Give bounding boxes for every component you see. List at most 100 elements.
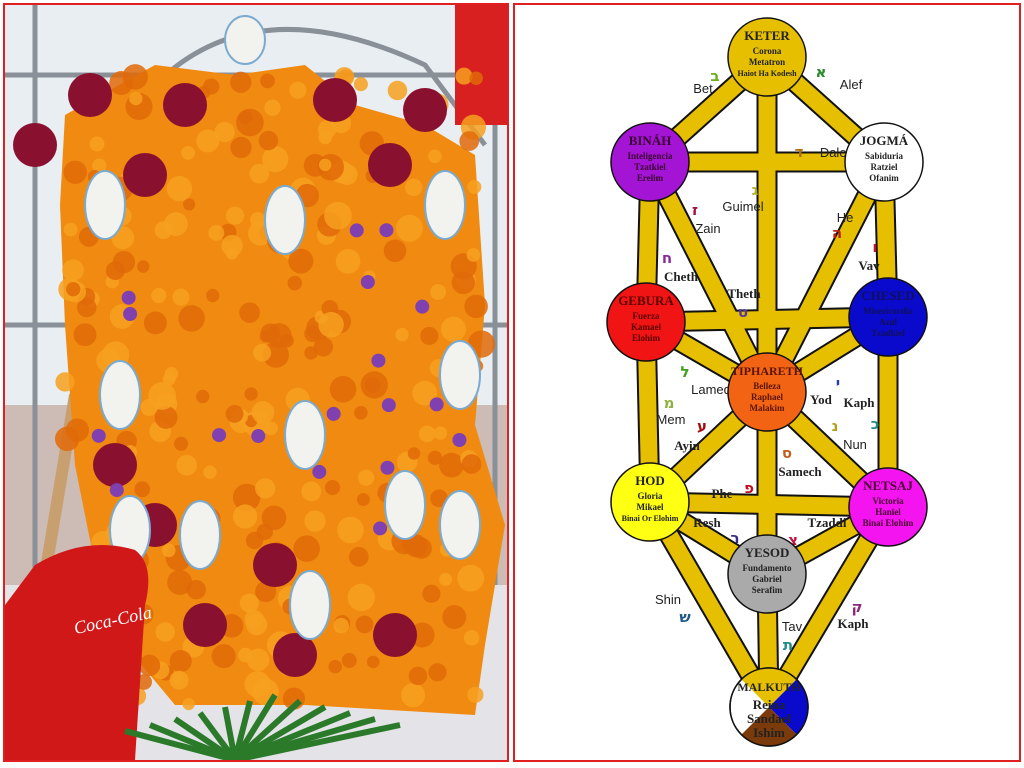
sephira-attribute: Ratziel	[871, 162, 898, 172]
marigold-flower	[129, 91, 143, 106]
marigold-flower	[387, 80, 408, 101]
marigold-flower	[420, 326, 439, 345]
hebrew-letter-shin: ש	[679, 608, 691, 626]
marigold-flower	[181, 145, 195, 160]
sephira-attribute: Ofanim	[869, 173, 899, 183]
marigold-flower	[360, 371, 388, 399]
marigold-flower	[461, 454, 482, 474]
marigold-flower	[430, 489, 448, 508]
marigold-flower	[244, 387, 258, 401]
marigold-flower	[155, 622, 175, 642]
marigold-flower	[239, 302, 260, 323]
hebrew-letter-vav: ו	[872, 238, 877, 256]
orchid-flower	[121, 290, 136, 305]
marigold-flower	[161, 543, 176, 558]
marigold-flower	[112, 250, 136, 274]
sugar-figurines	[84, 15, 481, 640]
sephira-attribute: Tzadkiel	[871, 328, 905, 338]
sephira-attribute: Tzatkiel	[634, 162, 666, 172]
marigold-flower	[62, 259, 85, 282]
path-name-alef: Alef	[840, 77, 863, 92]
hebrew-letter-yod: י	[836, 374, 840, 392]
orchid-flower	[380, 460, 395, 475]
hebrew-letter-theth: ט	[738, 303, 748, 321]
figurine-figurine	[289, 570, 331, 640]
hebrew-letter-ayin: ע	[697, 417, 707, 435]
marigold-flower	[138, 654, 161, 677]
marigold-flower	[249, 163, 270, 184]
orchid-flower	[371, 353, 386, 368]
sephira-title: TIPHARETH	[731, 364, 804, 378]
heart-figurine	[264, 185, 306, 255]
sephira-attribute: Binai Elohim	[863, 518, 914, 528]
sephira-attribute: Corona	[753, 46, 782, 56]
sephira-attribute: Ishim	[753, 725, 785, 740]
marigold-flower	[337, 516, 364, 544]
sephira-title: HOD	[635, 473, 665, 488]
path-name-kaph: Kaph	[837, 616, 869, 631]
orchid-flower	[349, 223, 364, 238]
marigold-flower	[239, 593, 259, 613]
marigold-flower	[412, 380, 438, 406]
marigold-flower	[264, 99, 281, 117]
marigold-flower	[232, 483, 261, 512]
path-name-guimel: Guimel	[722, 199, 763, 214]
path-name-vav: Vav	[858, 258, 880, 273]
marigold-flower	[357, 469, 375, 486]
orchid-flower	[429, 397, 444, 412]
marigold-flower	[439, 452, 464, 478]
path-name-tzaddi: Tzaddi	[807, 515, 846, 530]
sephira-circle	[727, 534, 807, 614]
sephira-circle	[848, 277, 928, 357]
marigold-flower	[166, 175, 193, 202]
path-name-ayin: Ayin	[674, 438, 701, 453]
hebrew-letter-bet: ב	[710, 67, 719, 85]
angel-figurine	[99, 360, 141, 430]
marigold-flower	[347, 583, 376, 612]
marigold-flower	[154, 221, 173, 240]
marigold-flower	[261, 505, 287, 531]
marigold-flower	[318, 158, 332, 172]
hebrew-letter-kaph: כ	[871, 415, 880, 433]
sephira-title: NETSAJ	[863, 478, 913, 493]
marigold-flower	[313, 337, 334, 357]
hebrew-letter-mem: מ	[664, 394, 675, 412]
sephira-attribute: Haiot Ha Kodesh	[737, 69, 797, 78]
marigold-flower	[109, 71, 134, 96]
path-name-dalet: Dalet	[820, 145, 851, 160]
sephira-attribute: Fuerza	[633, 311, 660, 321]
sephira-circle	[610, 462, 690, 542]
marigold-flower	[249, 212, 266, 228]
marigold-flower	[324, 201, 352, 230]
path-name-mem: Mem	[657, 412, 686, 427]
marigold-flower	[167, 569, 193, 595]
sephira-attribute: Metatron	[749, 57, 785, 67]
sephira-attribute: Mikael	[637, 502, 664, 512]
sephira-title: KETER	[744, 28, 790, 43]
marigold-flower	[288, 248, 314, 274]
marigold-flower	[256, 523, 273, 540]
path-name-zain: Zain	[695, 221, 720, 236]
marigold-flower	[422, 584, 441, 603]
marigold-flowers	[13, 64, 496, 711]
orchid-flower	[360, 274, 375, 289]
fern-frond	[197, 711, 238, 760]
marigold-flower	[418, 425, 436, 443]
marigold-flower	[383, 239, 407, 263]
sephira-attribute: Fundamento	[742, 563, 792, 573]
cockscomb-flower	[253, 543, 297, 587]
cat-figurine	[179, 500, 221, 570]
marigold-flower	[252, 678, 280, 706]
fern-frond	[232, 700, 253, 760]
orchid-flower	[123, 307, 138, 322]
marigold-flower	[407, 447, 421, 460]
marigold-flower	[211, 644, 236, 669]
path-name-theth: Theth	[727, 286, 761, 301]
marigold-flower	[221, 234, 243, 257]
sephira-circle	[610, 122, 690, 202]
marigold-flower	[244, 609, 264, 629]
cockscomb-flower	[123, 153, 167, 197]
